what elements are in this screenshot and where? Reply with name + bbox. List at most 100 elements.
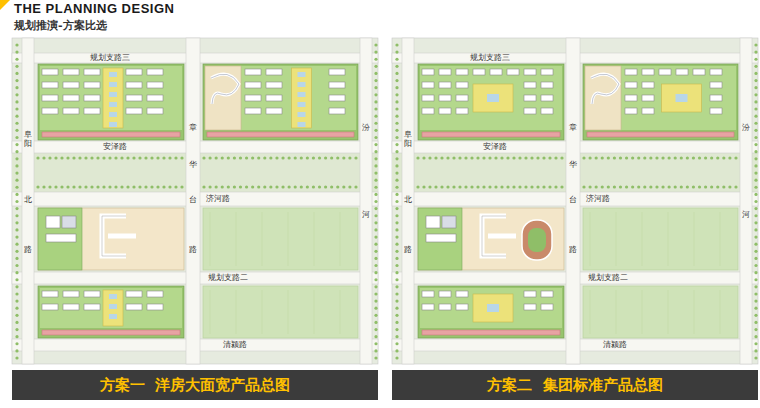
tree-dot — [281, 156, 284, 159]
tree-dot — [36, 156, 39, 159]
residential-building — [329, 108, 345, 114]
road-name: 济河路 — [585, 195, 611, 204]
tree-dot — [601, 156, 604, 159]
residential-building — [63, 95, 79, 101]
tree-dot — [395, 164, 398, 167]
tree-dot — [518, 156, 521, 159]
tree-dot — [15, 214, 18, 217]
tree-dot — [281, 185, 284, 188]
tree-dot — [227, 185, 230, 188]
residential-building — [266, 69, 282, 75]
tree-dot — [395, 285, 398, 288]
tree-dot — [458, 156, 461, 159]
tree-dot — [494, 185, 497, 188]
residential-building — [439, 108, 451, 114]
tree-dot — [374, 164, 377, 167]
road-name: 华 — [568, 161, 578, 170]
axis-pool — [109, 82, 117, 87]
tree-dot — [15, 328, 18, 331]
tree-dot — [395, 349, 398, 352]
tree-dot — [395, 307, 398, 310]
tree-dot — [156, 156, 159, 159]
tree-dot — [374, 150, 377, 153]
tree-dot — [395, 228, 398, 231]
residential-building — [642, 108, 654, 114]
road-name: 规划支路二 — [587, 274, 629, 283]
plot-line — [236, 212, 237, 266]
tree-dot — [300, 156, 303, 159]
tree-dot — [395, 200, 398, 203]
tree-dot — [374, 335, 377, 338]
tree-dot — [374, 214, 377, 217]
tree-dot — [754, 51, 757, 54]
caption-text: 方案二 集团标准产品总图 — [487, 376, 662, 395]
axis-pool — [109, 122, 117, 127]
residential-building — [42, 304, 58, 310]
tree-dot — [674, 185, 677, 188]
tree-dot — [306, 185, 309, 188]
tree-dot — [588, 156, 591, 159]
residential-building — [63, 108, 79, 114]
tree-dot — [48, 156, 51, 159]
tree-dot — [239, 185, 242, 188]
road — [566, 38, 580, 364]
tree-dot — [15, 186, 18, 189]
plaza-pool — [676, 94, 688, 102]
tree-dot — [754, 292, 757, 295]
tree-dot — [374, 107, 377, 110]
tree-dot — [754, 143, 757, 146]
tree-dot — [524, 156, 527, 159]
tree-dot — [239, 156, 242, 159]
tree-dot — [374, 314, 377, 317]
tree-dot — [374, 221, 377, 224]
road-name: 安泽路 — [482, 143, 508, 152]
tree-dot — [15, 356, 18, 359]
plaza-pool — [487, 94, 499, 102]
running-track — [522, 220, 552, 260]
tree-dot — [374, 278, 377, 281]
tree-dot — [15, 264, 18, 267]
school-site — [418, 208, 564, 270]
plot-line — [694, 290, 695, 334]
tree-dot — [72, 185, 75, 188]
residential-building — [659, 69, 671, 75]
residential-building — [84, 69, 100, 75]
residential-building — [63, 69, 79, 75]
central-plaza — [662, 84, 702, 112]
tree-dot — [560, 156, 563, 159]
tree-dot — [263, 156, 266, 159]
tree-dot — [536, 156, 539, 159]
road-name: 规划支路二 — [207, 274, 249, 283]
tree-dot — [625, 185, 628, 188]
tree-dot — [15, 292, 18, 295]
tree-dot — [15, 157, 18, 160]
tree-dot — [395, 257, 398, 260]
tree-dot — [395, 271, 398, 274]
tree-dot — [395, 86, 398, 89]
axis-pool — [298, 102, 306, 107]
residential-building — [625, 95, 637, 101]
plot-line — [668, 290, 669, 334]
tree-dot — [643, 185, 646, 188]
tree-dot — [395, 171, 398, 174]
tree-dot — [374, 342, 377, 345]
residential-building — [329, 95, 345, 101]
tree-dot — [434, 156, 437, 159]
tree-dot — [512, 185, 515, 188]
road-name: 路 — [188, 246, 198, 255]
tree-dot — [754, 271, 757, 274]
central-axis — [292, 68, 312, 128]
plot-line — [668, 212, 669, 266]
road-name: 汾 — [361, 124, 371, 133]
tree-dot — [464, 156, 467, 159]
tree-dot — [233, 156, 236, 159]
map-panel — [392, 38, 758, 364]
tree-dot — [15, 171, 18, 174]
tree-dot — [716, 156, 719, 159]
tree-dot — [15, 250, 18, 253]
road — [360, 38, 372, 364]
tree-dot — [168, 185, 171, 188]
tree-dot — [257, 156, 260, 159]
tree-dot — [126, 156, 129, 159]
road-name: 规划支路三 — [89, 54, 131, 63]
